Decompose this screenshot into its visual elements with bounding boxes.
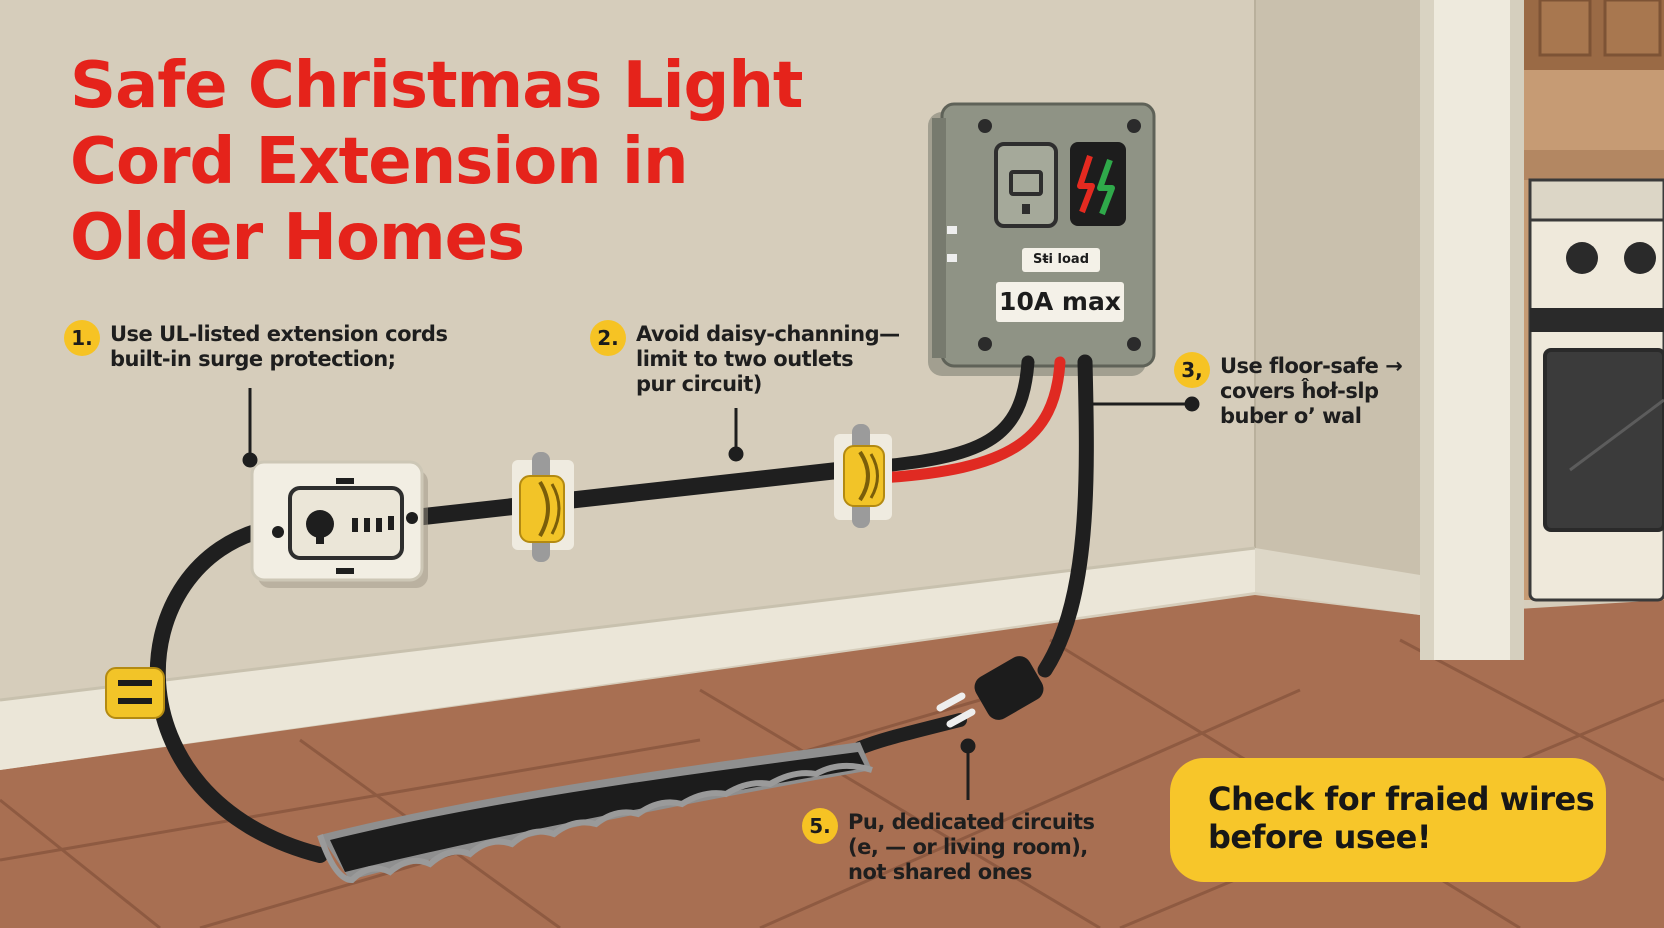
plug-icon <box>936 656 1044 728</box>
step-number-badge: 1. <box>64 320 100 356</box>
step-text: Use UL-listed extension cords built-in s… <box>110 322 448 371</box>
cord-clip-icon <box>834 424 892 528</box>
switch-icon <box>994 142 1058 228</box>
callout-warning: Check for fraied wires before usee! <box>1170 758 1606 882</box>
step-number-badge: 2. <box>590 320 626 356</box>
outlet-icon <box>250 460 428 588</box>
stove-icon <box>1528 178 1664 602</box>
step-text: Use floor-safe → covers ĥoł-slp buber oʼ… <box>1220 354 1403 428</box>
black-cord-wall <box>401 459 869 527</box>
panel-load-label: Sŧi load <box>1022 248 1100 272</box>
red-cord <box>874 356 1066 484</box>
lightning-icon <box>1070 142 1126 226</box>
callout-line: before usee! <box>1208 818 1431 856</box>
black-cord-main <box>853 355 1035 475</box>
step-number-badge: 5. <box>802 808 838 844</box>
title-line: Older Homes <box>70 201 525 275</box>
step-text: Pu, dedicated circuits (e, — or living r… <box>848 810 1095 884</box>
cord-clip-icon <box>512 452 574 562</box>
door-frame <box>1420 0 1524 660</box>
breaker-panel-icon <box>928 102 1156 376</box>
page-title: Safe Christmas Light Cord Extension in O… <box>70 48 803 276</box>
leader-lines <box>242 388 1200 800</box>
black-cord-down <box>1037 354 1094 678</box>
baseboard <box>0 548 1255 770</box>
cord-cover <box>317 742 873 884</box>
extension-cords <box>149 354 1094 863</box>
side-wall <box>1255 0 1420 590</box>
title-line: Safe Christmas Light <box>70 49 803 123</box>
step-text: Avoid daisy-channing— limit to two outle… <box>636 322 900 396</box>
cord-clip-icon <box>105 667 165 719</box>
panel-max-amps-label: 10A max <box>996 282 1124 322</box>
step-number-badge: 3, <box>1174 352 1210 388</box>
callout-line: Check for fraied wires <box>1208 780 1595 818</box>
title-line: Cord Extension in <box>70 125 689 199</box>
